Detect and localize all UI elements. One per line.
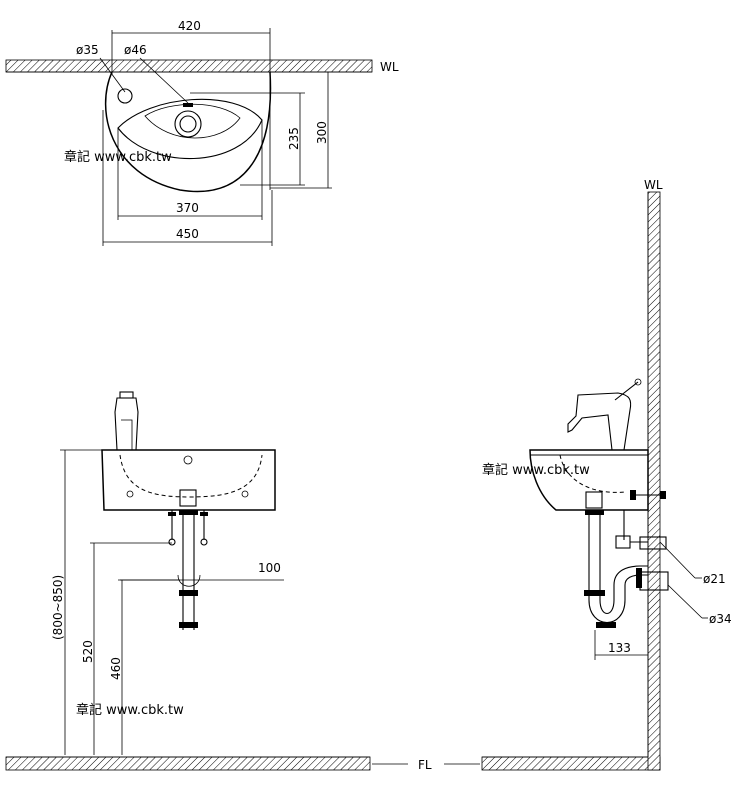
tap-hole xyxy=(117,88,133,104)
dim-800-850-label: (800~850) xyxy=(51,575,65,640)
side-watermark: 章記 www.cbk.tw xyxy=(482,462,590,478)
front-faucet-body xyxy=(114,397,139,451)
side-view: WL ø21 ø34 xyxy=(482,178,732,771)
top-view: WL 420 ø35 ø46 235 300 370 xyxy=(5,19,399,246)
dim-460-label: 460 xyxy=(109,657,123,680)
top-wall-hatch xyxy=(5,59,373,73)
dim-420-label: 420 xyxy=(178,19,201,33)
side-wall-label: WL xyxy=(644,178,663,192)
dim-450-label: 450 xyxy=(176,227,199,241)
top-wall-label: WL xyxy=(380,60,399,74)
dim-133-label: 133 xyxy=(608,641,631,655)
side-basin xyxy=(529,449,649,511)
front-faucet-handle xyxy=(119,391,134,399)
dim-300-label: 300 xyxy=(315,121,329,144)
floor-label: FL xyxy=(418,758,432,772)
front-basin xyxy=(101,449,276,511)
dim-tap-hole-label: ø35 xyxy=(76,43,99,57)
dim-520-label: 520 xyxy=(81,640,95,663)
side-wall-hatch xyxy=(647,191,661,771)
dim-100-label: 100 xyxy=(258,561,281,575)
floor: FL xyxy=(5,756,661,772)
drain-hole-inner xyxy=(179,115,197,133)
drain-hole-outer xyxy=(174,110,202,138)
dim-235-label: 235 xyxy=(287,127,301,150)
side-faucet xyxy=(567,392,632,451)
dim-370-label: 370 xyxy=(176,201,199,215)
dim-drain-pipe-label: ø34 xyxy=(709,612,732,626)
dim-drain-hole-label: ø46 xyxy=(124,43,147,57)
basin-outline-top xyxy=(104,71,272,193)
floor-hatch-left xyxy=(5,756,371,771)
front-view: 100 (800~850) 520 460 章記 www.cbk.tw xyxy=(51,391,284,755)
front-watermark: 章記 www.cbk.tw xyxy=(76,702,184,718)
dim-supply-pipe-label: ø21 xyxy=(703,572,726,586)
side-p-trap xyxy=(588,574,648,624)
floor-hatch-right xyxy=(481,756,661,771)
top-watermark: 章記 www.cbk.tw xyxy=(64,149,172,165)
